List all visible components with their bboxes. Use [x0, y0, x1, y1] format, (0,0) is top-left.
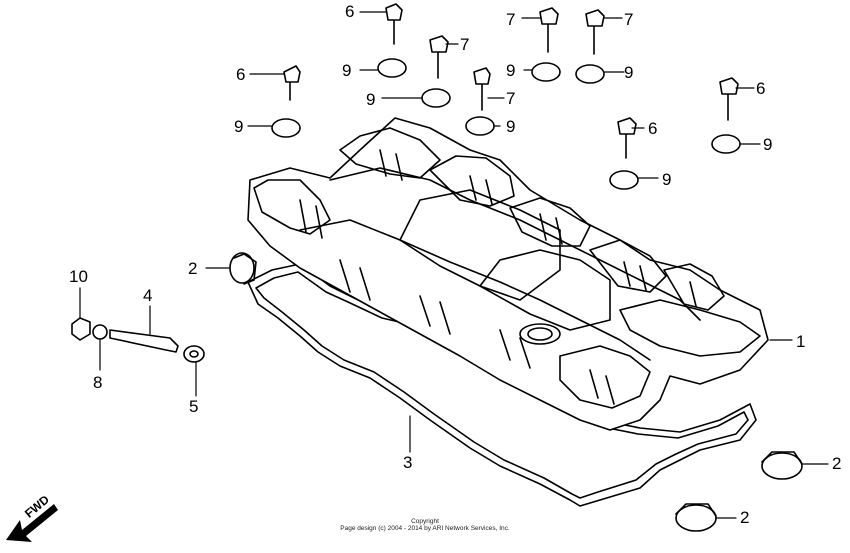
callout-6: 6	[648, 119, 658, 138]
cylinder-head-cover	[247, 117, 769, 431]
callout-9: 9	[763, 135, 773, 154]
callout-6: 6	[345, 2, 355, 21]
callout-6: 6	[756, 79, 766, 98]
callout-2: 2	[832, 454, 842, 473]
callout-2: 2	[188, 259, 198, 278]
callout-7: 7	[506, 10, 516, 29]
callout-3: 3	[403, 453, 413, 472]
callout-6: 6	[236, 65, 246, 84]
footer-copyright: Copyright Page design (c) 2004 - 2014 by…	[0, 518, 850, 532]
callout-4: 4	[143, 286, 153, 305]
callout-8: 8	[93, 373, 103, 392]
callout-2: 2	[740, 508, 750, 527]
bolt-4	[109, 329, 179, 353]
callout-9: 9	[234, 117, 244, 136]
washer-5	[183, 345, 205, 363]
callout-9: 9	[366, 90, 376, 109]
callout-9: 9	[342, 61, 352, 80]
fwd-arrow-icon	[6, 504, 58, 542]
callout-9: 9	[662, 170, 672, 189]
callout-7: 7	[506, 89, 516, 108]
fasteners	[271, 3, 741, 190]
callout-1: 1	[796, 332, 806, 351]
callout-10: 10	[69, 267, 88, 286]
footer-line-1: Copyright	[411, 518, 439, 525]
cap-2-right-upper	[761, 452, 803, 480]
callout-5: 5	[189, 397, 199, 416]
callout-9: 9	[506, 61, 516, 80]
washer-8	[92, 324, 108, 340]
footer-line-2: Page design (c) 2004 - 2014 by ARI Netwo…	[340, 525, 510, 533]
callout-7: 7	[460, 35, 470, 54]
callout-9: 9	[506, 117, 516, 136]
nut-10	[71, 317, 91, 341]
callout-9: 9	[624, 63, 634, 82]
callout-7: 7	[624, 10, 634, 29]
